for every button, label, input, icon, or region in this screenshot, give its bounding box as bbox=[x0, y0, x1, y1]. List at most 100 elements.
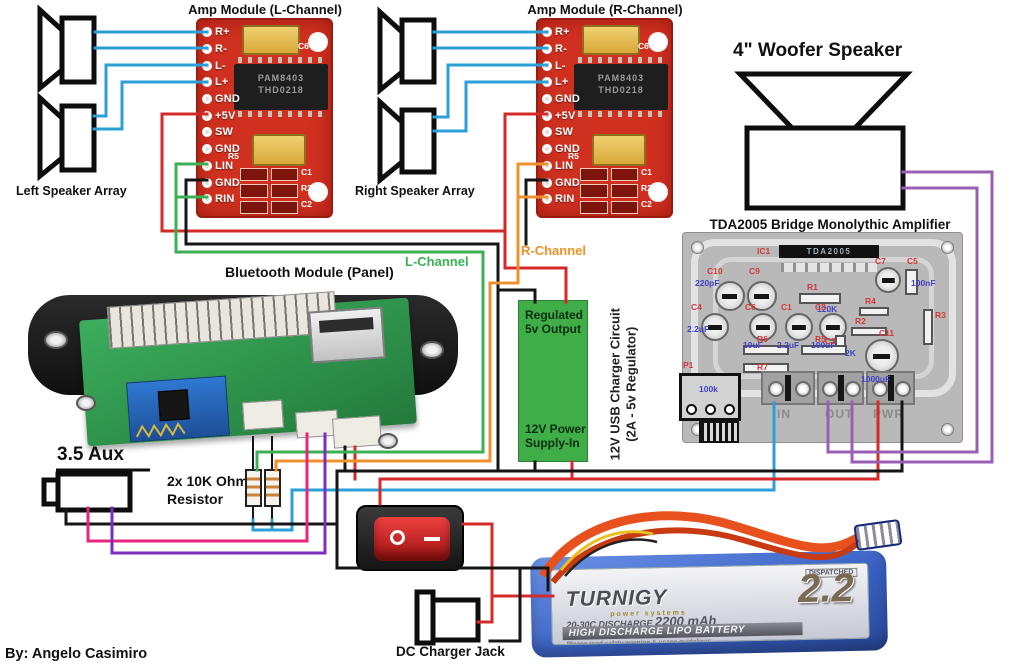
rocker bbox=[374, 517, 450, 561]
silkscreen-label: C8 bbox=[815, 302, 826, 312]
terminal-block-out bbox=[817, 371, 864, 405]
silkscreen-label: 100nF bbox=[911, 278, 936, 288]
pin-hole bbox=[542, 144, 552, 155]
wire-purple-woofer bbox=[850, 170, 994, 464]
pin-label: GND bbox=[555, 143, 581, 156]
smd-components bbox=[240, 168, 298, 214]
speaker-magnet bbox=[59, 103, 97, 173]
wire-black-gnd-branch bbox=[496, 288, 537, 304]
right-speaker-array bbox=[377, 6, 437, 186]
power-on-symbol bbox=[424, 537, 440, 541]
speaker-magnet bbox=[59, 15, 97, 85]
silkscreen-label: R2 bbox=[855, 316, 866, 326]
capacitor bbox=[592, 134, 646, 166]
amp-left-title: Amp Module (L-Channel) bbox=[188, 2, 342, 17]
speaker-cone bbox=[377, 6, 405, 96]
silkscreen-label: 220pF bbox=[695, 278, 720, 288]
pin-hole bbox=[202, 94, 212, 105]
aux-jack-body bbox=[55, 471, 133, 513]
10k-resistors bbox=[245, 436, 281, 521]
amp-pin-row: LIN bbox=[200, 158, 252, 175]
capacitor bbox=[252, 134, 306, 166]
silkscreen-label: R4 bbox=[865, 296, 876, 306]
wire-cyan bbox=[92, 80, 209, 131]
silkscreen-label: R5 bbox=[568, 151, 579, 161]
wire-red-5v-right bbox=[503, 112, 568, 304]
dc-charger-jack bbox=[414, 589, 481, 646]
pin-label: L- bbox=[215, 59, 226, 72]
wire-green-l-channel bbox=[174, 162, 485, 472]
amp-pin-row: GND bbox=[200, 141, 252, 158]
silkscreen-label: R5 bbox=[228, 151, 239, 161]
l-channel-label: L-Channel bbox=[405, 254, 469, 269]
wire-red-dc-jack bbox=[476, 594, 494, 624]
silkscreen-label: C6 bbox=[298, 41, 309, 51]
silkscreen-label: IC1 bbox=[757, 246, 771, 256]
silkscreen-label: R2 bbox=[301, 183, 312, 193]
power-wires-red bbox=[160, 112, 880, 624]
speaker-wires bbox=[92, 30, 776, 532]
amp-pin-row: GND bbox=[540, 141, 592, 158]
silkscreen-label: C6 bbox=[745, 302, 756, 312]
speaker-cone bbox=[37, 4, 65, 94]
l-channel-wires bbox=[174, 162, 485, 472]
silkscreen-label: R3 bbox=[935, 310, 946, 320]
pin-label: R- bbox=[555, 43, 568, 56]
wire-orange-r-channel bbox=[274, 162, 549, 472]
capacitor bbox=[242, 25, 300, 55]
amp-pin-row: GND bbox=[540, 91, 592, 108]
silkscreen-label: C7 bbox=[875, 256, 886, 266]
pin-label: LIN bbox=[555, 159, 574, 172]
woofer-output-wires bbox=[826, 170, 994, 464]
wire-purple-aux bbox=[110, 432, 327, 555]
resistor-r4 bbox=[859, 307, 889, 316]
right-speaker-array-label: Right Speaker Array bbox=[355, 184, 475, 198]
pin-hole bbox=[542, 94, 552, 105]
wire-magenta-aux bbox=[86, 432, 309, 543]
pin-label: GND bbox=[555, 93, 581, 106]
silkscreen-label: C10 bbox=[707, 266, 723, 276]
wire-black-gnd-bus bbox=[335, 400, 904, 473]
capacitor-c6 bbox=[749, 313, 777, 341]
mounting-hole bbox=[308, 32, 328, 52]
byline: By: Angelo Casimiro bbox=[5, 646, 148, 662]
pin-hole bbox=[202, 127, 212, 138]
woofer-speaker bbox=[734, 71, 913, 211]
bluetooth-title: Bluetooth Module (Panel) bbox=[225, 264, 394, 280]
silkscreen-label: R5 bbox=[815, 334, 826, 344]
capacitor-c8 bbox=[819, 313, 847, 341]
silkscreen-label: 2.2uF bbox=[687, 324, 710, 334]
pin-label: +5V bbox=[555, 109, 576, 122]
capacitor-c1 bbox=[785, 313, 813, 341]
panel-screw bbox=[76, 395, 96, 411]
amp-pin-row: +5V bbox=[200, 107, 252, 124]
capacitor-c5 bbox=[905, 269, 918, 295]
amp-right-title: Amp Module (R-Channel) bbox=[527, 2, 683, 17]
pin-label: GND bbox=[215, 143, 241, 156]
wire-cyan bbox=[432, 63, 549, 119]
pin-label: R- bbox=[215, 43, 228, 56]
terminal-block-in bbox=[761, 371, 815, 405]
speaker-cone bbox=[377, 96, 405, 186]
resistor-r2 bbox=[851, 327, 887, 336]
pin-label: R+ bbox=[215, 26, 230, 39]
mounting-hole bbox=[648, 182, 668, 202]
screw-hole bbox=[941, 241, 954, 254]
terminal-block-pwr bbox=[866, 371, 915, 405]
silkscreen-label: C6 bbox=[638, 41, 649, 51]
silkscreen-label: C1 bbox=[301, 167, 312, 177]
amp-pin-row: SW bbox=[200, 124, 252, 141]
silkscreen-label: C9 bbox=[749, 266, 760, 276]
pin-label: GND bbox=[215, 93, 241, 106]
rocker-power-switch bbox=[356, 505, 464, 571]
terminal-label-pwr: PWR bbox=[873, 407, 904, 421]
silkscreen-label: C2 bbox=[641, 199, 652, 209]
mounting-hole bbox=[648, 32, 668, 52]
tda2005-title: TDA2005 Bridge Monolythic Amplifier bbox=[709, 217, 951, 232]
pin-label: L+ bbox=[215, 76, 229, 89]
panel-screw bbox=[44, 331, 68, 349]
pin-label: RIN bbox=[555, 193, 575, 206]
